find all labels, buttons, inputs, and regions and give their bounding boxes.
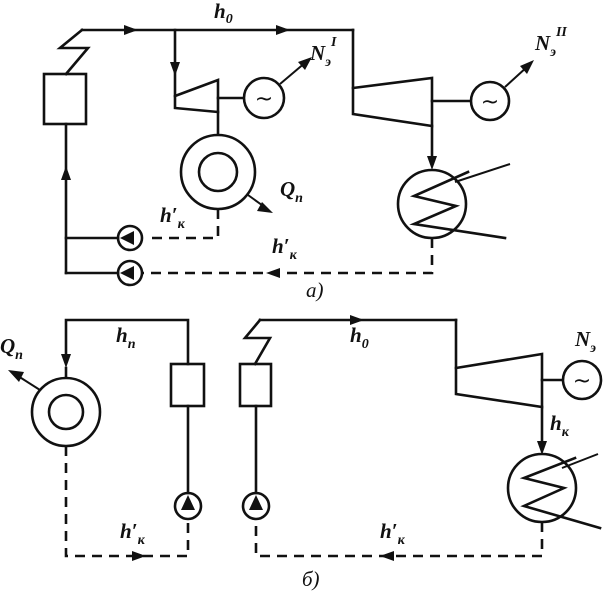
caption-a: а) (306, 278, 324, 302)
condenser-b-coil (519, 456, 602, 530)
condenser-b-cooling-in (561, 453, 599, 469)
steam-down-arrow-b-left (61, 354, 71, 368)
condensate-return-heat-a (146, 209, 220, 240)
boiler-a (42, 72, 88, 126)
boiler-b-left (169, 362, 206, 408)
heat-output-arrow-b (8, 370, 24, 382)
label-hk-upper-a: h′к (160, 203, 186, 232)
condensate-return-arrow-b-right (380, 551, 394, 561)
scheme-b: ~ hп h0 Nэ Qп hк h′к h′к б) (0, 315, 603, 591)
condensate-return-arrow-a (266, 268, 280, 278)
label-ne1: NэI (309, 35, 337, 70)
condensate-return-arrow-b-left (132, 551, 146, 561)
generator-1 (242, 76, 286, 120)
turbine-1 (173, 78, 220, 114)
steam-flow-arrow-b (350, 315, 364, 325)
generator-2 (469, 80, 511, 122)
label-qp-b: Qп (0, 334, 23, 363)
feedwater-arrow-a (61, 166, 71, 180)
label-hk-b: hк (550, 411, 570, 440)
heat-consumer-outer-b (30, 376, 102, 448)
generator-2-symbol: ~ (481, 90, 499, 115)
heat-consumer-inner-a (197, 151, 239, 193)
steam-flow-arrow-2 (276, 25, 290, 35)
scheme-a: ~ ~ (42, 0, 567, 302)
label-hk-lower-a: h′к (272, 234, 298, 263)
pump-lower-a-triangle (120, 266, 134, 280)
heat-consumer-inner-b (47, 393, 85, 431)
exhaust-arrow-turbine-b (537, 441, 547, 455)
label-h0-a: h0 (214, 0, 233, 27)
superheater-zigzag-b (242, 318, 273, 366)
generator-b (561, 359, 603, 401)
power-output-2-arrow (520, 60, 534, 74)
label-hk-left-b: h′к (120, 519, 146, 548)
generator-b-symbol: ~ (573, 369, 591, 394)
pump-upper-a-triangle (120, 231, 134, 245)
heat-output-arrow-a (257, 202, 273, 213)
label-ne2: NэII (534, 25, 567, 60)
turbine-2 (351, 76, 434, 128)
label-hp-b: hп (116, 323, 136, 352)
boiler-b-right (238, 362, 273, 408)
condenser-a-coil (409, 170, 507, 240)
condenser-a-cooling-in (454, 163, 511, 183)
steam-line-b-left (64, 318, 190, 366)
condensate-return-condenser-b (254, 518, 544, 558)
condensate-return-condenser-a (142, 238, 434, 275)
heat-consumer-outer-a (179, 133, 257, 211)
condensate-return-heat-b (64, 446, 190, 558)
label-qp-a: Qп (280, 177, 303, 206)
superheater-zigzag-a (56, 28, 91, 76)
turbine-b (454, 352, 544, 409)
heat-output-arrow-line-b (17, 375, 41, 391)
label-hk-right-b: h′к (380, 519, 406, 548)
pump-b-left-triangle (181, 495, 195, 510)
label-h0-b: h0 (350, 323, 369, 352)
pump-b-right-triangle (249, 495, 263, 510)
label-ne-b: Nэ (574, 327, 596, 356)
exhaust-arrow-turbine-2 (427, 156, 437, 170)
generator-1-symbol: ~ (255, 87, 273, 112)
caption-b: б) (302, 567, 320, 591)
steam-down-arrow-t1 (170, 62, 180, 76)
power-output-1-arrow (298, 57, 312, 70)
steam-flow-arrow-1 (124, 25, 138, 35)
